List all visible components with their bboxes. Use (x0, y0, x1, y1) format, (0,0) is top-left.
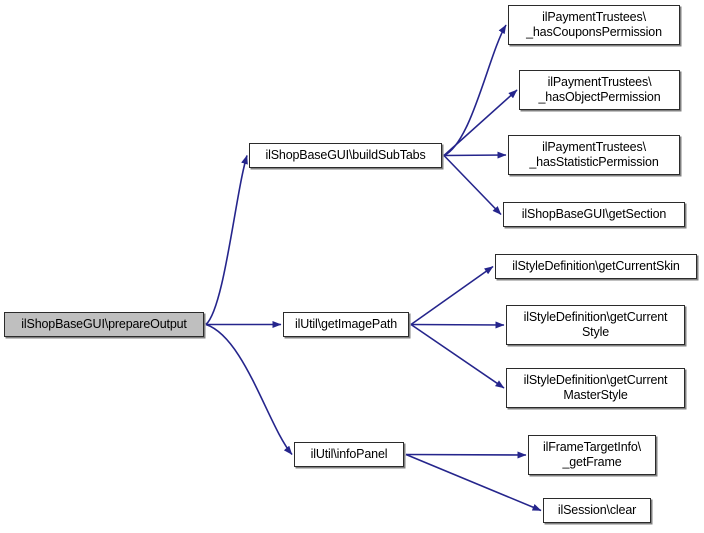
graph-node-infoPanel[interactable]: ilUtil\infoPanel (294, 442, 404, 467)
graph-node-label: ilShopBaseGUI\getSection (521, 207, 667, 221)
graph-node-label: ilFrameTargetInfo\ _getFrame (542, 440, 642, 469)
graph-edge-getImagePath-to-getCurrentSkin (410, 265, 494, 326)
graph-node-label: ilUtil\infoPanel (310, 447, 388, 461)
graph-edge-buildSubTabs-to-getSection (443, 154, 502, 216)
graph-edge-infoPanel-to-getFrame (405, 451, 527, 459)
graph-node-label: ilShopBaseGUI\prepareOutput (21, 317, 187, 331)
graph-node-label: ilPaymentTrustees\ _hasCouponsPermission (526, 10, 662, 39)
graph-node-prepareOutput[interactable]: ilShopBaseGUI\prepareOutput (4, 312, 204, 337)
graph-node-getSection[interactable]: ilShopBaseGUI\getSection (503, 202, 685, 227)
graph-edge-getImagePath-to-getCurrentStyle (410, 321, 505, 329)
graph-node-hasObjectPermission[interactable]: ilPaymentTrustees\ _hasObjectPermission (519, 70, 680, 110)
graph-edge-buildSubTabs-to-hasCouponsPermission (443, 24, 507, 157)
graph-node-label: ilSession\clear (557, 503, 637, 517)
graph-node-getCurrentStyle[interactable]: ilStyleDefinition\getCurrent Style (506, 305, 685, 345)
graph-edge-buildSubTabs-to-hasStatisticPermission (443, 151, 507, 159)
graph-node-buildSubTabs[interactable]: ilShopBaseGUI\buildSubTabs (249, 143, 442, 168)
graph-node-getCurrentMasterStyle[interactable]: ilStyleDefinition\getCurrent MasterStyle (506, 368, 685, 408)
graph-node-label: ilUtil\getImagePath (294, 317, 398, 331)
graph-edge-buildSubTabs-to-hasObjectPermission (443, 89, 518, 157)
graph-edge-getImagePath-to-getCurrentMasterStyle (410, 323, 505, 389)
graph-node-label: ilShopBaseGUI\buildSubTabs (265, 148, 426, 162)
graph-edge-prepareOutput-to-infoPanel (205, 323, 293, 456)
graph-node-getFrame[interactable]: ilFrameTargetInfo\ _getFrame (528, 435, 656, 475)
graph-node-hasStatisticPermission[interactable]: ilPaymentTrustees\ _hasStatisticPermissi… (508, 135, 680, 175)
graph-node-label: ilPaymentTrustees\ _hasObjectPermission (538, 75, 661, 104)
graph-edge-prepareOutput-to-buildSubTabs (205, 155, 248, 326)
graph-node-getImagePath[interactable]: ilUtil\getImagePath (283, 312, 409, 337)
graph-node-hasCouponsPermission[interactable]: ilPaymentTrustees\ _hasCouponsPermission (508, 5, 680, 45)
graph-node-getCurrentSkin[interactable]: ilStyleDefinition\getCurrentSkin (495, 254, 697, 279)
graph-node-label: ilStyleDefinition\getCurrent Style (523, 310, 668, 339)
graph-node-label: ilStyleDefinition\getCurrentSkin (512, 259, 680, 273)
graph-edge-infoPanel-to-clear (405, 453, 542, 512)
graph-node-label: ilStyleDefinition\getCurrent MasterStyle (523, 373, 668, 402)
graph-node-clear[interactable]: ilSession\clear (543, 498, 651, 523)
graph-node-label: ilPaymentTrustees\ _hasStatisticPermissi… (529, 140, 659, 169)
